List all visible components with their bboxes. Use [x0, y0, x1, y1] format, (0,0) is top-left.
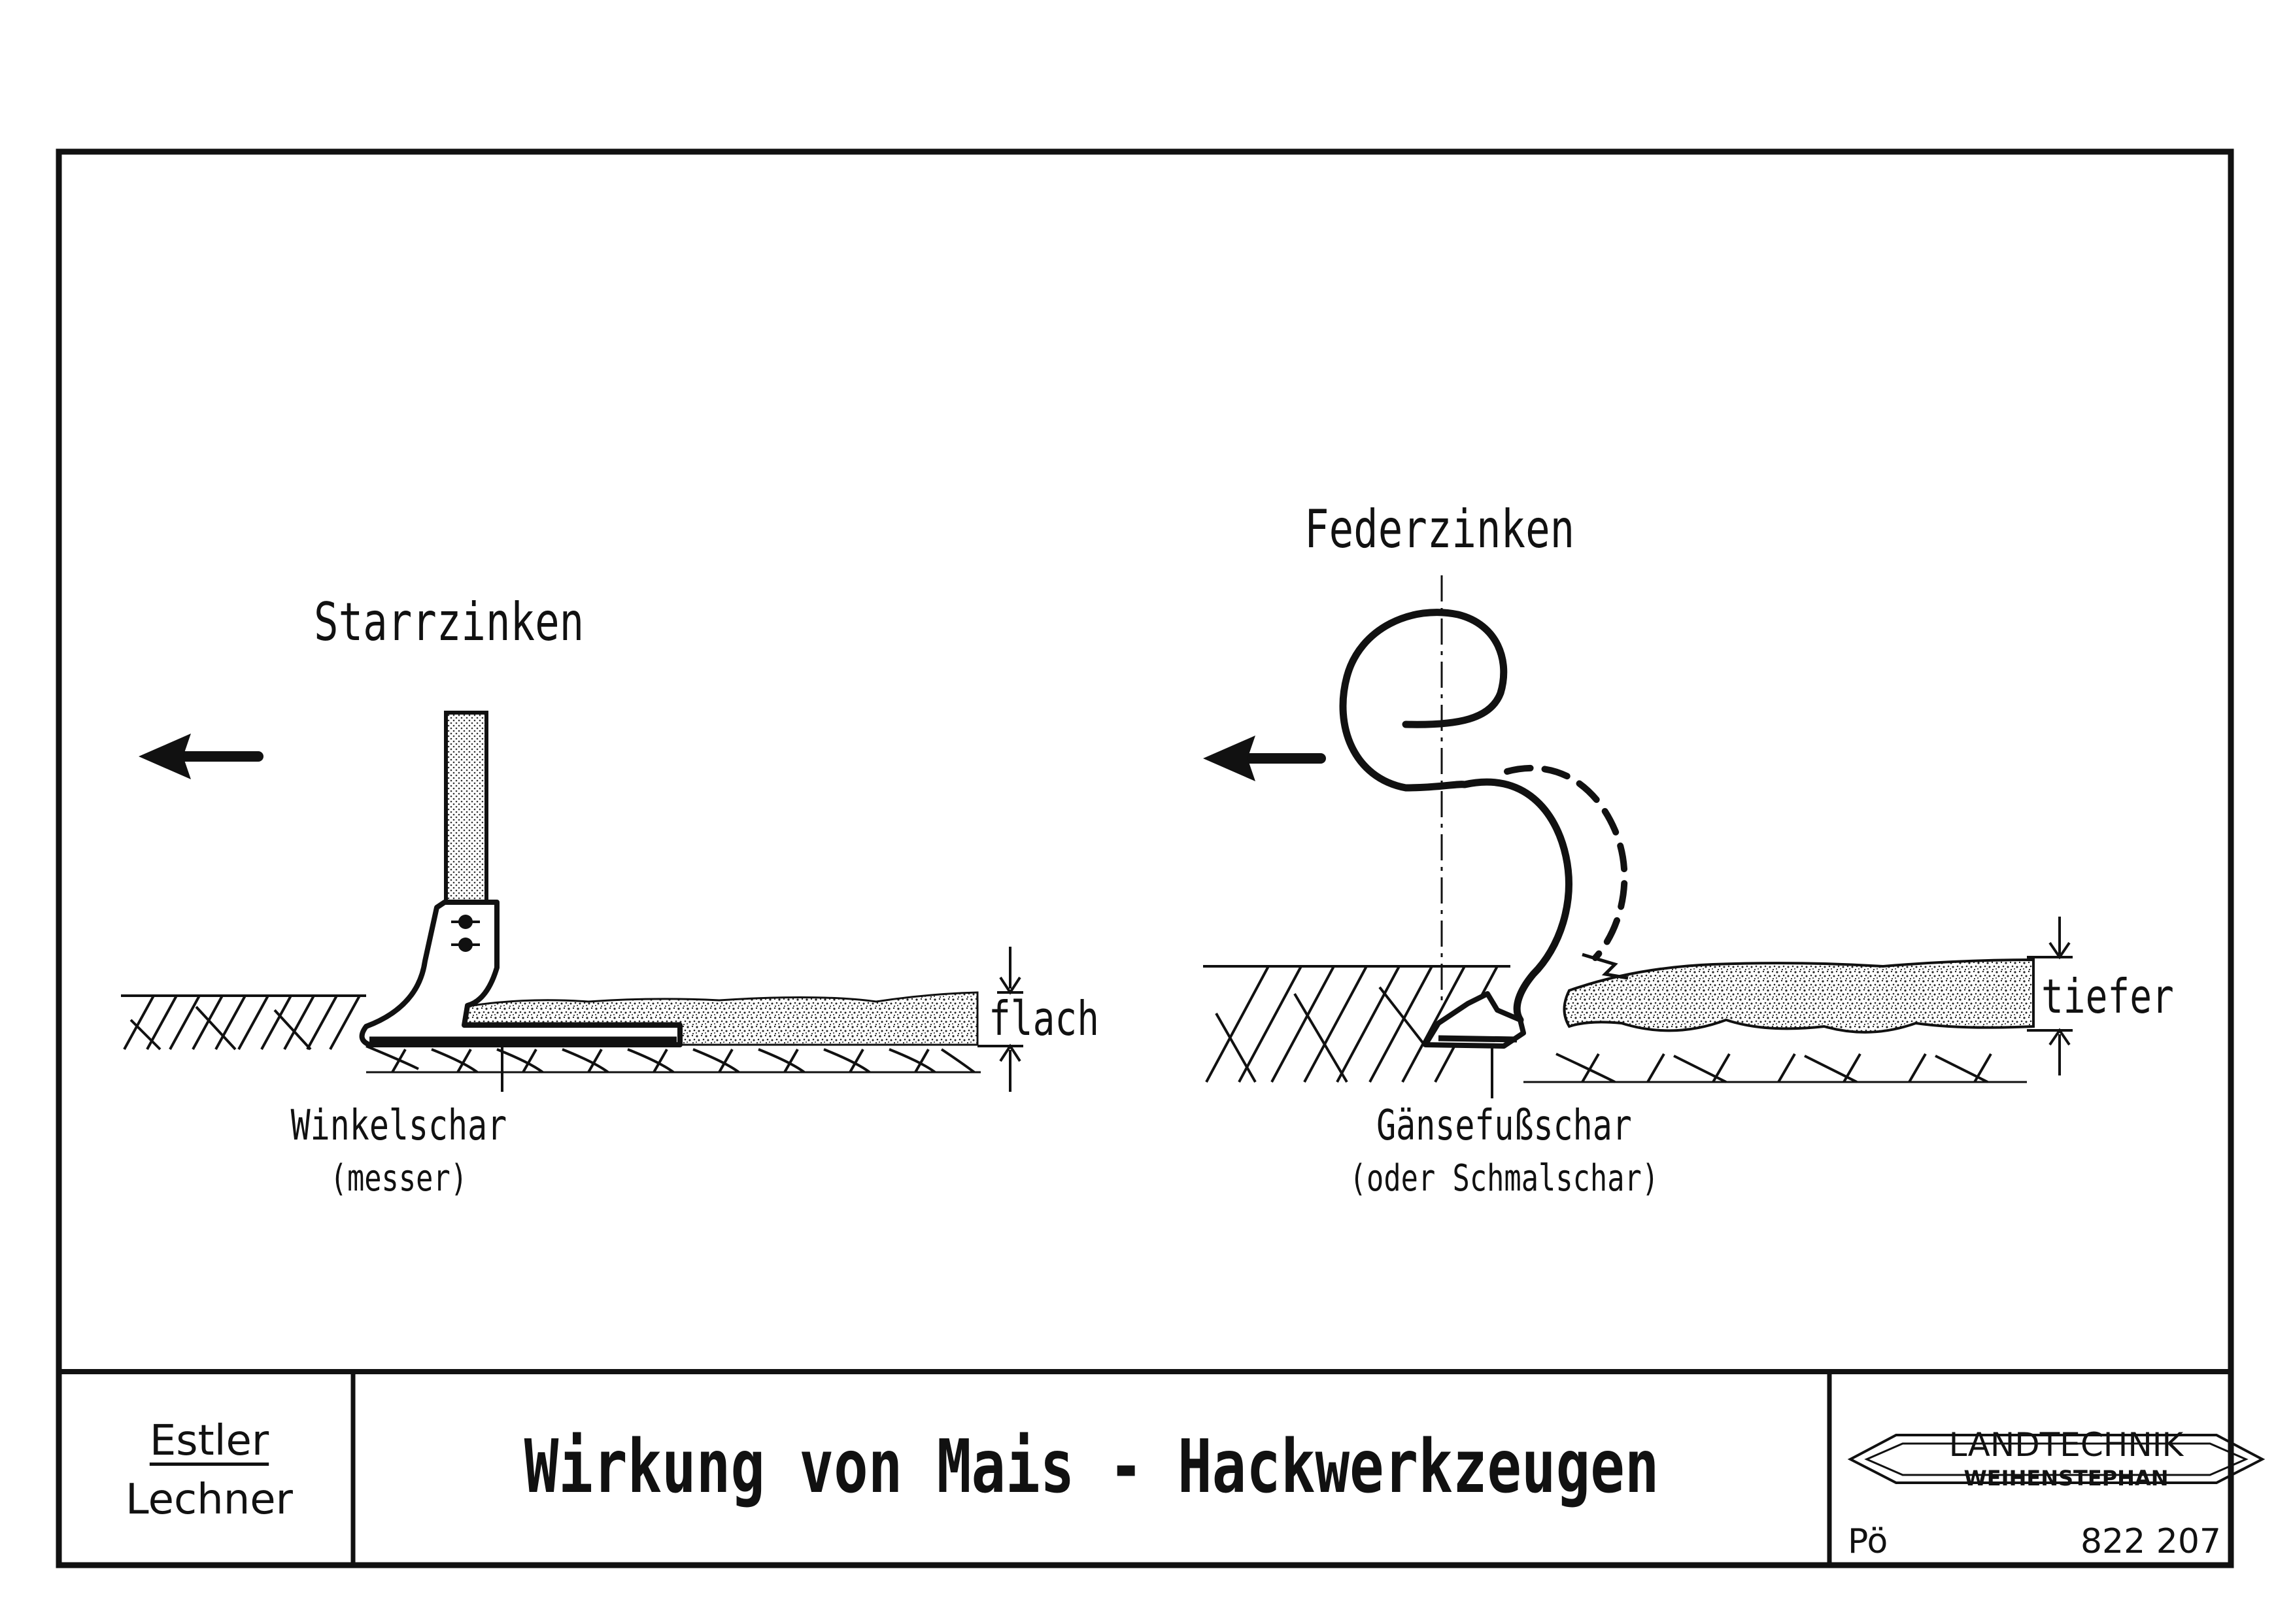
drawn-by: Pö: [1848, 1522, 1888, 1561]
depth-label-tiefer: tiefer: [2041, 969, 2174, 1024]
author-lechner: Lechner: [126, 1476, 293, 1524]
loosened-soil-shallow: [463, 991, 979, 1046]
soil-hatch-right: [1203, 965, 2027, 1083]
label-messer: (messer): [330, 1157, 468, 1200]
depth-dimension-shallow: [977, 947, 1023, 1092]
logo-landtechnik: LANDTECHNIK: [1948, 1426, 2184, 1464]
drawing-number: 822 207: [2080, 1522, 2221, 1561]
logo-weihenstephan: WEIHENSTEPHAN: [1963, 1466, 2169, 1491]
label-gaensefussschar: Gänsefußschar: [1376, 1102, 1632, 1150]
spring-tine: [1339, 609, 1629, 1049]
depth-label-flach: flach: [989, 991, 1100, 1046]
depth-dimension-deep: [2027, 917, 2073, 1075]
heading-starrzinken: Starrzinken: [314, 592, 585, 652]
heading-federzinken: Federzinken: [1304, 499, 1575, 560]
label-oder-schmalschar: (oder Schmalschar): [1349, 1157, 1659, 1200]
rigid-tine: [359, 711, 683, 1047]
author-estler: Estler: [149, 1417, 269, 1465]
drawing-title: Wirkung von Mais - Hackwerkzeugen: [524, 1425, 1659, 1510]
label-winkelschar: Winkelschar: [290, 1102, 507, 1150]
logo-emblem: [1847, 1434, 2266, 1484]
frame-border: [56, 148, 2234, 1568]
loosened-soil-deep: [1563, 958, 2035, 1034]
direction-arrow-left-icon: [139, 734, 263, 779]
direction-arrow-right-icon: [1203, 736, 1326, 781]
soil-hatch-left: [121, 994, 981, 1074]
